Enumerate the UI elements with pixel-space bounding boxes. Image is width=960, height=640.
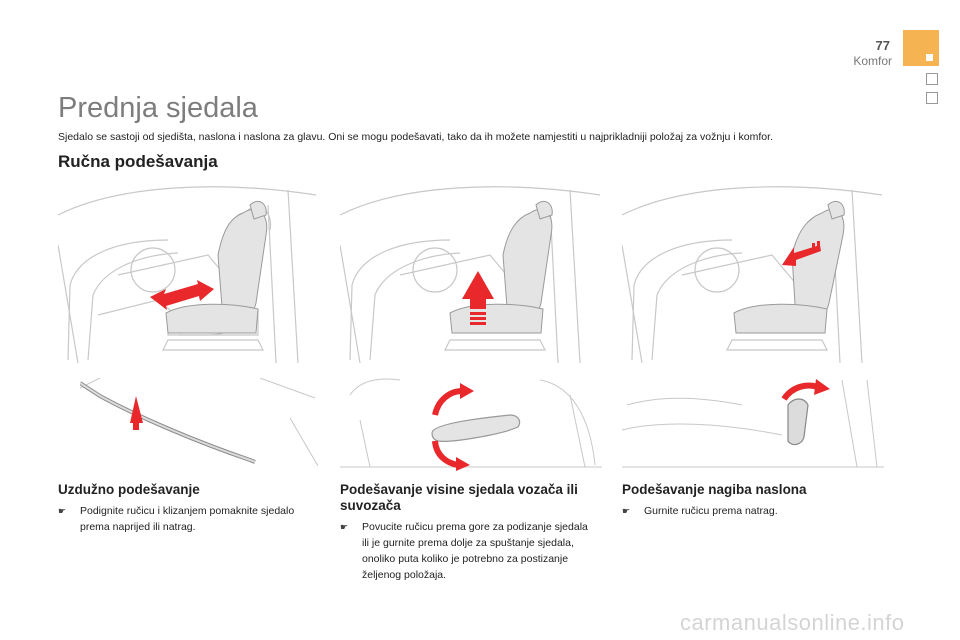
column-2-bullet-text: Povucite ručicu prema gore za podizanje … [362,521,588,581]
column-1-bullet: ☛ Podignite ručicu i klizanjem pomaknite… [58,503,310,535]
seat-slide-illustration [58,186,317,363]
seat-height-illustration [340,186,601,363]
bullet-arrow-icon: ☛ [340,522,349,532]
chapter-tab-marker [926,54,933,61]
page-number: 77 [875,38,890,53]
column-3-bullet-text: Gurnite ručicu prema natrag. [644,505,778,517]
column-2-bullet: ☛ Povucite ručicu prema gore za podizanj… [340,519,590,583]
section-heading: Ručna podešavanja [58,152,218,171]
column-1-bullet-text: Podignite ručicu i klizanjem pomaknite s… [80,505,295,533]
bullet-arrow-icon: ☛ [58,506,67,516]
column-1-heading: Uzdužno podešavanje [58,482,200,497]
chapter-name: Komfor [853,54,892,68]
page-title: Prednja sjedala [58,92,258,124]
chapter-tab[interactable] [903,30,939,66]
seat-rail-lever-detail [80,378,318,467]
column-3-bullet: ☛ Gurnite ručicu prema natrag. [622,503,874,519]
backrest-recline-illustration [622,186,883,363]
column-3-heading: Podešavanje nagiba naslona [622,482,807,497]
bullet-arrow-icon: ☛ [622,506,631,516]
watermark: carmanualsonline.info [680,610,905,635]
height-lever-detail [340,378,602,471]
nav-box-2[interactable] [926,92,938,104]
column-2-heading: Podešavanje visine sjedala vozača ili su… [340,482,578,513]
nav-box-1[interactable] [926,73,938,85]
intro-text: Sjedalo se sastoji od sjedišta, naslona … [58,131,773,143]
recline-lever-detail [622,379,884,468]
